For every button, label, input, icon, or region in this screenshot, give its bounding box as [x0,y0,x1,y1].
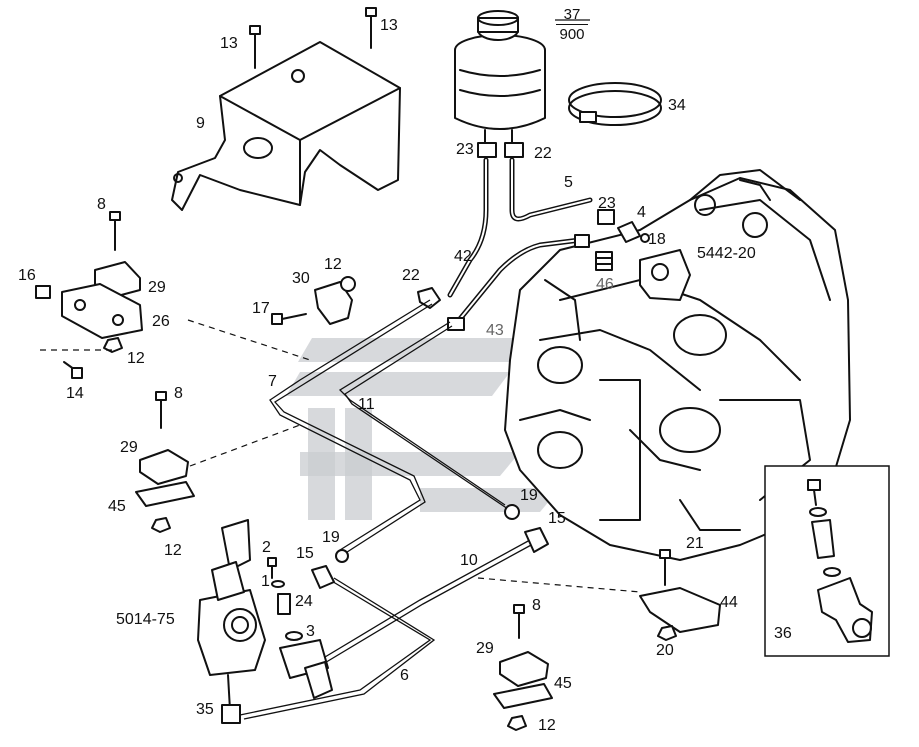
label-4: 4 [637,204,646,221]
label-8: 8 [97,196,106,213]
label-7: 7 [268,373,277,390]
label-6: 6 [400,667,409,684]
hydraulic-pipes [239,299,534,720]
label-12: 12 [127,350,145,367]
hose-fittings [595,209,650,271]
label-8: 8 [532,597,541,614]
label-29: 29 [120,439,138,456]
hose-clamp [568,82,662,126]
label-19: 19 [520,487,538,504]
label-1: 1 [261,573,270,590]
label-8: 8 [174,385,183,402]
label-20: 20 [656,642,674,659]
label-22: 22 [534,145,552,162]
label-22: 22 [402,267,420,284]
label-30: 30 [292,270,310,287]
label-16: 16 [18,267,36,284]
label-12: 12 [324,256,342,273]
bolt-13 [249,7,377,69]
label-13: 13 [380,17,398,34]
label-2: 2 [262,539,271,556]
label-15: 15 [548,510,566,527]
label-36: 36 [774,625,792,642]
pump-fittings [267,557,303,641]
support-bracket [171,41,401,211]
label-5014-75: 5014-75 [116,611,175,628]
label-12: 12 [164,542,182,559]
label-5: 5 [564,174,573,191]
label-46: 46 [596,276,614,293]
pipe-clip [271,276,441,325]
label-35: 35 [196,701,214,718]
label-24: 24 [295,593,313,610]
mount-group-lower-right [477,549,721,641]
label-23: 23 [598,195,616,212]
label-26: 26 [152,313,170,330]
watermark-logo [286,338,560,520]
pipe-unions [311,504,549,589]
label-3: 3 [306,623,315,640]
label-5442-20: 5442-20 [697,245,756,262]
label-29: 29 [148,279,166,296]
mount-group-bottom [493,604,553,731]
oil-reservoir [454,10,546,151]
label-45: 45 [108,498,126,515]
label-23: 23 [456,141,474,158]
label-44: 44 [720,594,738,611]
label-43: 43 [486,322,504,339]
mount-group-upper [35,211,143,379]
label-17: 17 [252,300,270,317]
engine-block [504,169,851,561]
label-34: 34 [668,97,686,114]
hoses [447,142,593,331]
mount-group-middle [135,319,311,533]
pressure-sensor [639,249,691,301]
label-19: 19 [322,529,340,546]
detail-inset [764,465,890,657]
label-14: 14 [66,385,84,402]
label-18: 18 [648,231,666,248]
label-11: 11 [358,396,375,413]
label-37-900: 37 900 [556,6,588,44]
label-10: 10 [460,552,478,569]
label-12: 12 [538,717,556,734]
label-37: 37 [563,6,581,23]
label-29: 29 [476,640,494,657]
label-13: 13 [220,35,238,52]
label-9: 9 [196,115,205,132]
label-15: 15 [296,545,314,562]
steering-pump [197,519,333,724]
label-21: 21 [686,535,704,552]
label-42: 42 [454,248,472,265]
label-900: 900 [559,26,585,44]
label-45: 45 [554,675,572,692]
